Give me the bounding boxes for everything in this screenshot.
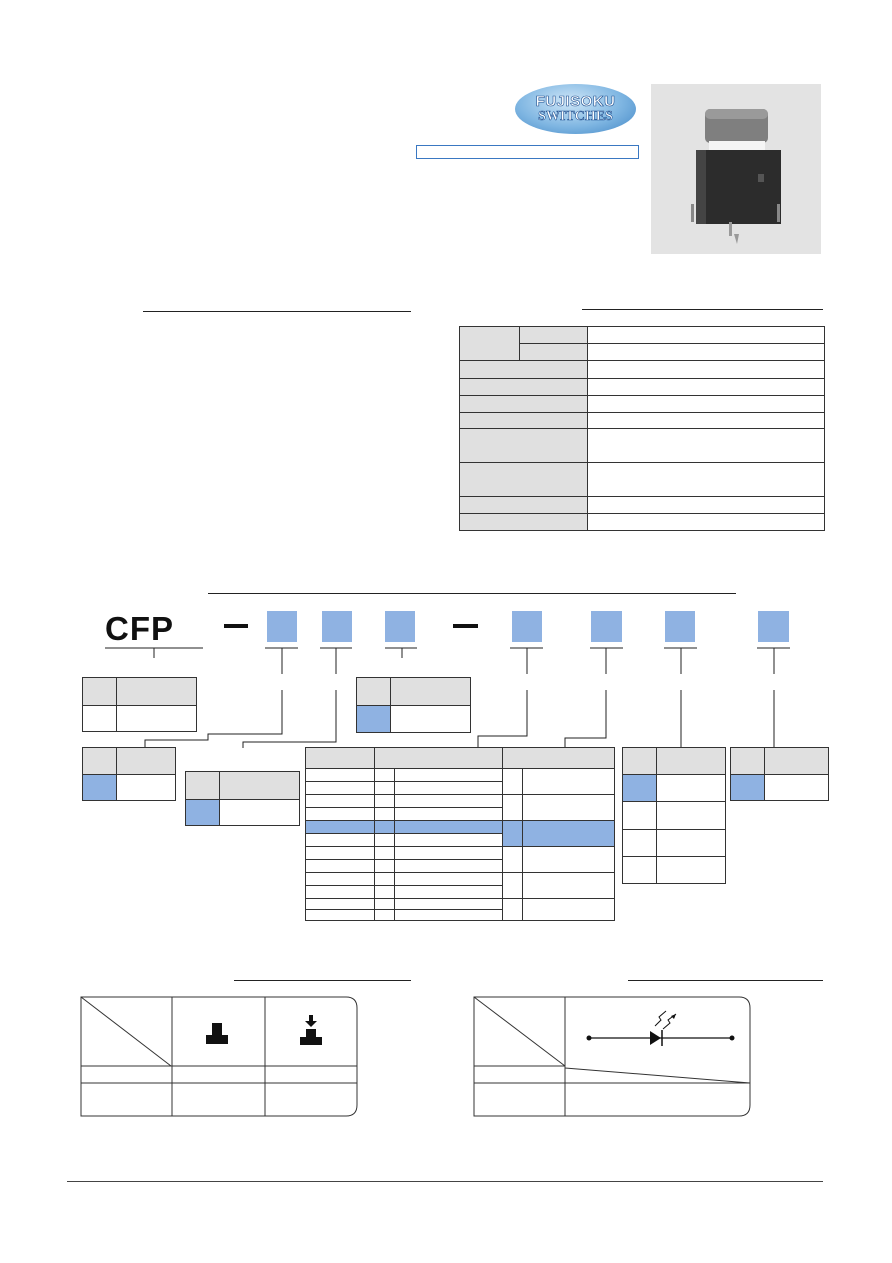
footer-rule — [67, 1181, 823, 1182]
code-box-7 — [758, 611, 789, 642]
code-box-6 — [665, 611, 695, 642]
logo-line1: FUJISOKU — [535, 93, 616, 110]
specifications-table — [459, 326, 825, 531]
led-circuit-table — [473, 996, 751, 1117]
logo-line2: SWITCHES — [538, 109, 613, 125]
nonlocking-icon — [206, 1023, 228, 1044]
options-table-led-color — [305, 747, 615, 921]
part-dash-1 — [224, 624, 248, 628]
specifications-heading-line — [582, 309, 823, 310]
code-box-5 — [591, 611, 622, 642]
code-box-1 — [267, 611, 297, 642]
part-dash-2 — [453, 624, 478, 628]
code-box-4 — [512, 611, 542, 642]
led-circuit-heading-line — [628, 980, 823, 981]
options-table-packaging — [730, 747, 829, 801]
features-heading-line — [143, 311, 411, 312]
series-title-box — [416, 145, 639, 159]
options-table-series — [82, 677, 197, 732]
product-photo — [651, 84, 821, 254]
options-table-terminal — [185, 771, 300, 826]
ordering-connector-lines — [105, 647, 790, 748]
operation-table — [80, 996, 358, 1117]
ordering-heading-line — [208, 593, 736, 594]
options-table-voltage — [622, 747, 726, 884]
circuit-heading-line — [234, 980, 411, 981]
code-box-3 — [385, 611, 415, 642]
options-table-cap — [356, 677, 471, 733]
part-number-prefix: CFP — [105, 610, 174, 647]
led-icon — [586, 1010, 735, 1046]
fujisoku-logo: FUJISOKU SWITCHES — [515, 84, 636, 134]
options-table-operation — [82, 747, 176, 801]
pushbutton-switch-photo — [691, 109, 781, 244]
code-box-2 — [322, 611, 352, 642]
locking-icon — [300, 1015, 322, 1045]
